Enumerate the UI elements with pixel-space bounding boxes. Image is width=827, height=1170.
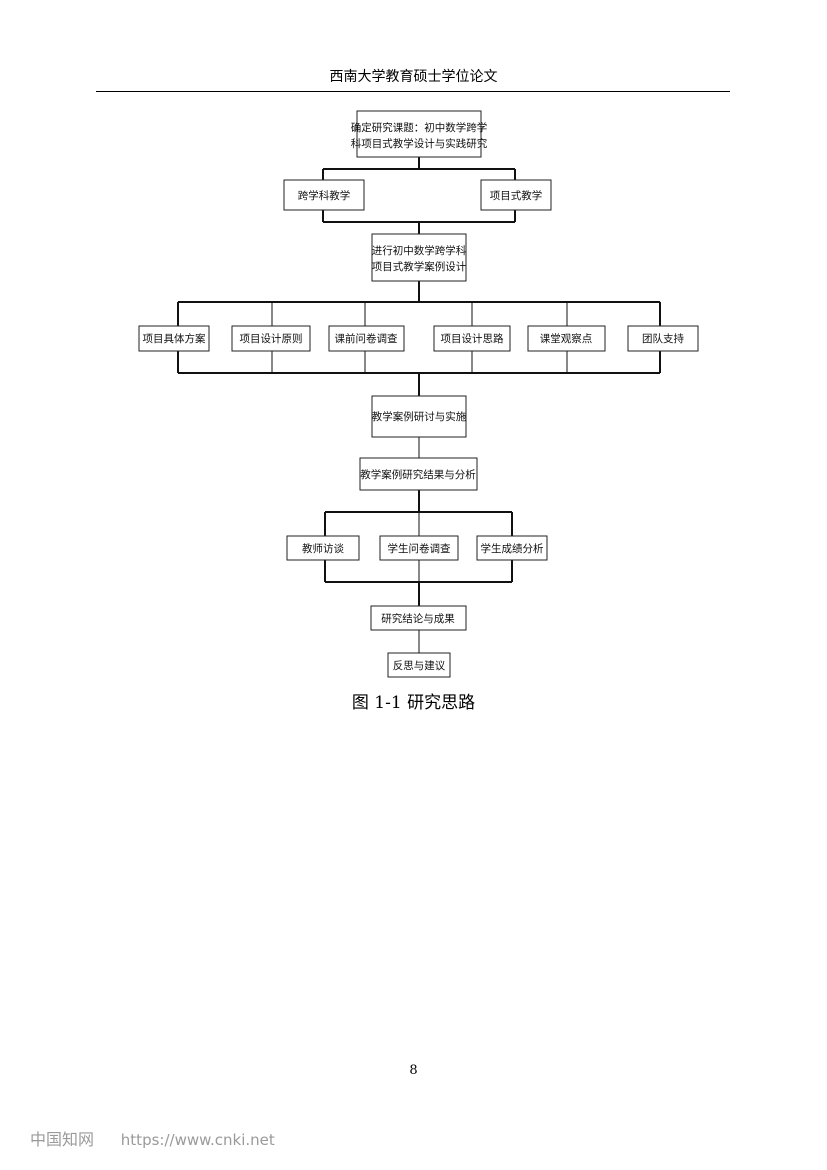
node-team-support-label: 团队支持 [642,332,684,345]
node-implementation: 教学案例研讨与实施 [371,395,467,438]
watermark-site-name: 中国知网 [30,1130,95,1149]
node-case-design-line-1: 进行初中数学跨学科 [372,244,467,257]
node-case-design: 进行初中数学跨学科 项目式教学案例设计 [371,233,467,282]
research-flowchart: 确定研究课题：初中数学跨学 科项目式教学设计与实践研究 跨学科教学 项目式教学 … [138,110,699,678]
figure-caption: 图 1-1 研究思路 [351,693,476,713]
node-interdisciplinary-label: 跨学科教学 [298,189,351,202]
node-project-based-label: 项目式教学 [490,189,543,202]
node-score-analysis-label: 学生成绩分析 [481,542,544,555]
node-topic-line-1: 确定研究课题：初中数学跨学 [351,121,488,134]
node-conclusion: 研究结论与成果 [370,605,467,631]
header-rule [96,91,730,92]
node-case-design-line-2: 项目式教学案例设计 [372,260,467,273]
node-reflection-label: 反思与建议 [393,659,446,672]
node-score-analysis: 学生成绩分析 [476,535,548,561]
node-principles-label: 项目设计原则 [240,332,303,345]
node-implementation-label: 教学案例研讨与实施 [372,410,467,423]
node-student-survey: 学生问卷调查 [379,535,459,561]
node-pre-survey: 课前问卷调查 [328,325,405,352]
cnki-watermark: 中国知网 https://www.cnki.net [30,1126,275,1150]
node-design-ideas-label: 项目设计思路 [441,332,504,345]
node-topic-line-2: 科项目式教学设计与实践研究 [351,137,488,150]
watermark-url: https://www.cnki.net [120,1131,275,1149]
node-team-support: 团队支持 [627,325,699,352]
node-reflection: 反思与建议 [387,652,451,678]
node-design-ideas: 项目设计思路 [433,325,511,352]
node-interdisciplinary: 跨学科教学 [283,179,365,211]
node-observation: 课堂观察点 [527,325,606,352]
node-topic: 确定研究课题：初中数学跨学 科项目式教学设计与实践研究 [351,110,488,158]
node-teacher-interview-label: 教师访谈 [302,542,344,555]
node-observation-label: 课堂观察点 [540,332,593,345]
node-teacher-interview: 教师访谈 [286,535,360,561]
node-plan: 项目具体方案 [138,325,210,352]
node-project-based: 项目式教学 [480,179,552,211]
node-plan-label: 项目具体方案 [143,332,206,345]
node-results: 教学案例研究结果与分析 [359,457,478,491]
node-pre-survey-label: 课前问卷调查 [335,332,398,345]
node-results-label: 教学案例研究结果与分析 [360,468,476,481]
node-principles: 项目设计原则 [231,325,311,352]
page-number: 8 [409,1063,418,1078]
node-student-survey-label: 学生问卷调查 [388,542,451,555]
running-header: 西南大学教育硕士学位论文 [329,69,498,85]
node-conclusion-label: 研究结论与成果 [381,612,455,625]
